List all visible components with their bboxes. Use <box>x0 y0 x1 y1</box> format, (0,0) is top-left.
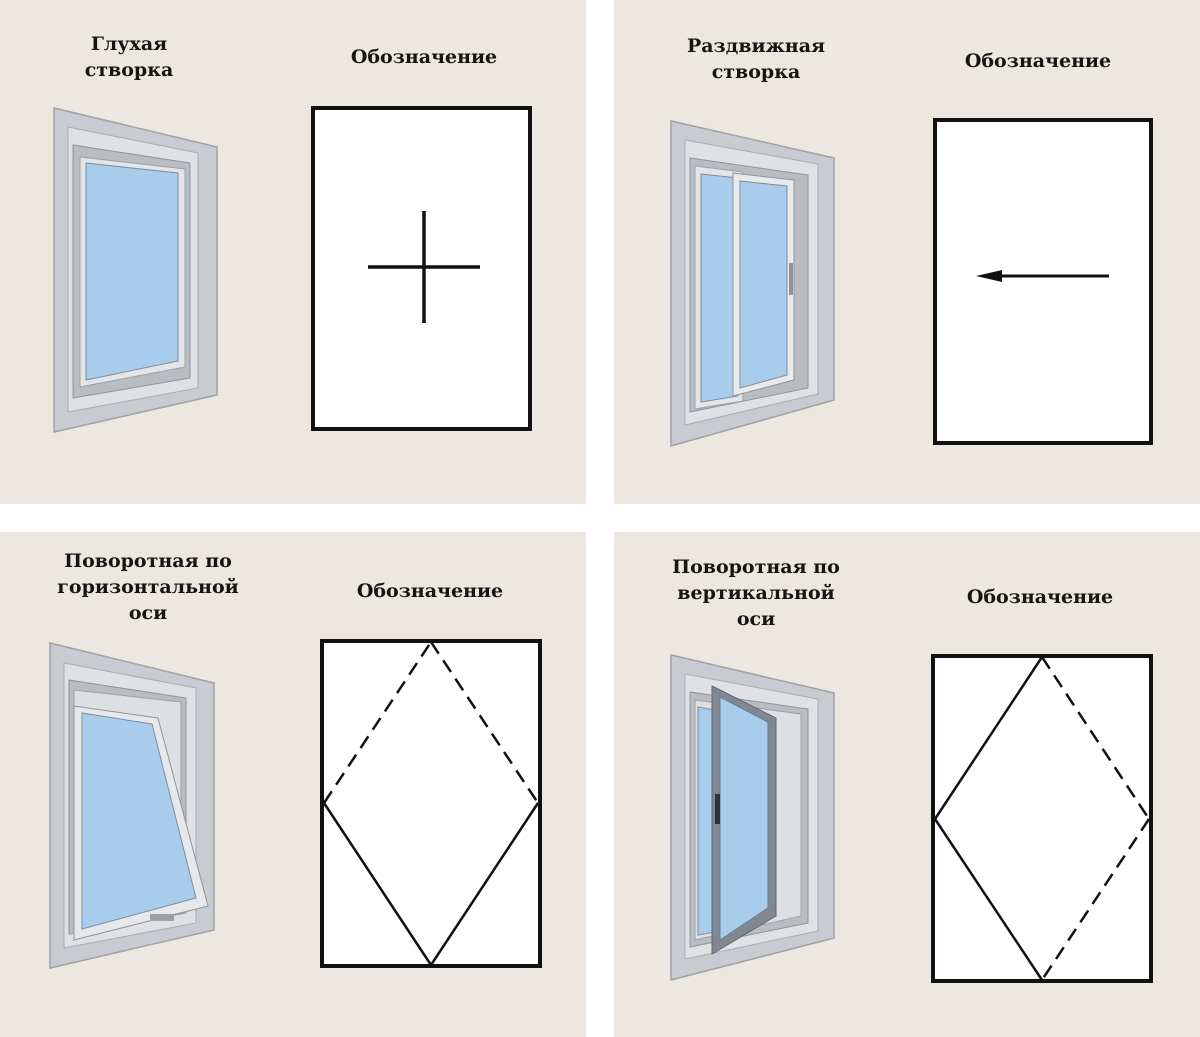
symbol-label: Обозначение <box>356 580 504 602</box>
panel-vertical-pivot: Поворотная по вертикальной оси Обозначен… <box>614 532 1200 1037</box>
left-arrow-symbol <box>933 118 1153 445</box>
horizontal-pivot-symbol <box>320 639 542 968</box>
panel-sliding-sash: Раздвижная створка Обозначение <box>614 0 1200 504</box>
top-hung-window-icon <box>49 642 215 969</box>
symbol-label: Обозначение <box>964 50 1112 72</box>
panel-title: Поворотная по вертикальной оси <box>672 556 840 630</box>
panel-title: Раздвижная створка <box>686 35 826 83</box>
cross-symbol <box>311 106 532 431</box>
panel-title: Глухая створка <box>84 33 174 81</box>
sliding-window-icon <box>670 120 835 447</box>
fixed-window-icon <box>53 107 218 433</box>
panel-fixed-sash: Глухая створка Обозначение <box>0 0 586 504</box>
panel-title: Поворотная по горизонтальной оси <box>57 550 239 624</box>
symbol-label: Обозначение <box>966 586 1114 608</box>
symbol-label: Обозначение <box>350 46 498 68</box>
side-hung-window-icon <box>670 654 835 981</box>
panel-horizontal-pivot: Поворотная по горизонтальной оси Обознач… <box>0 532 586 1037</box>
vertical-pivot-symbol <box>931 654 1153 983</box>
